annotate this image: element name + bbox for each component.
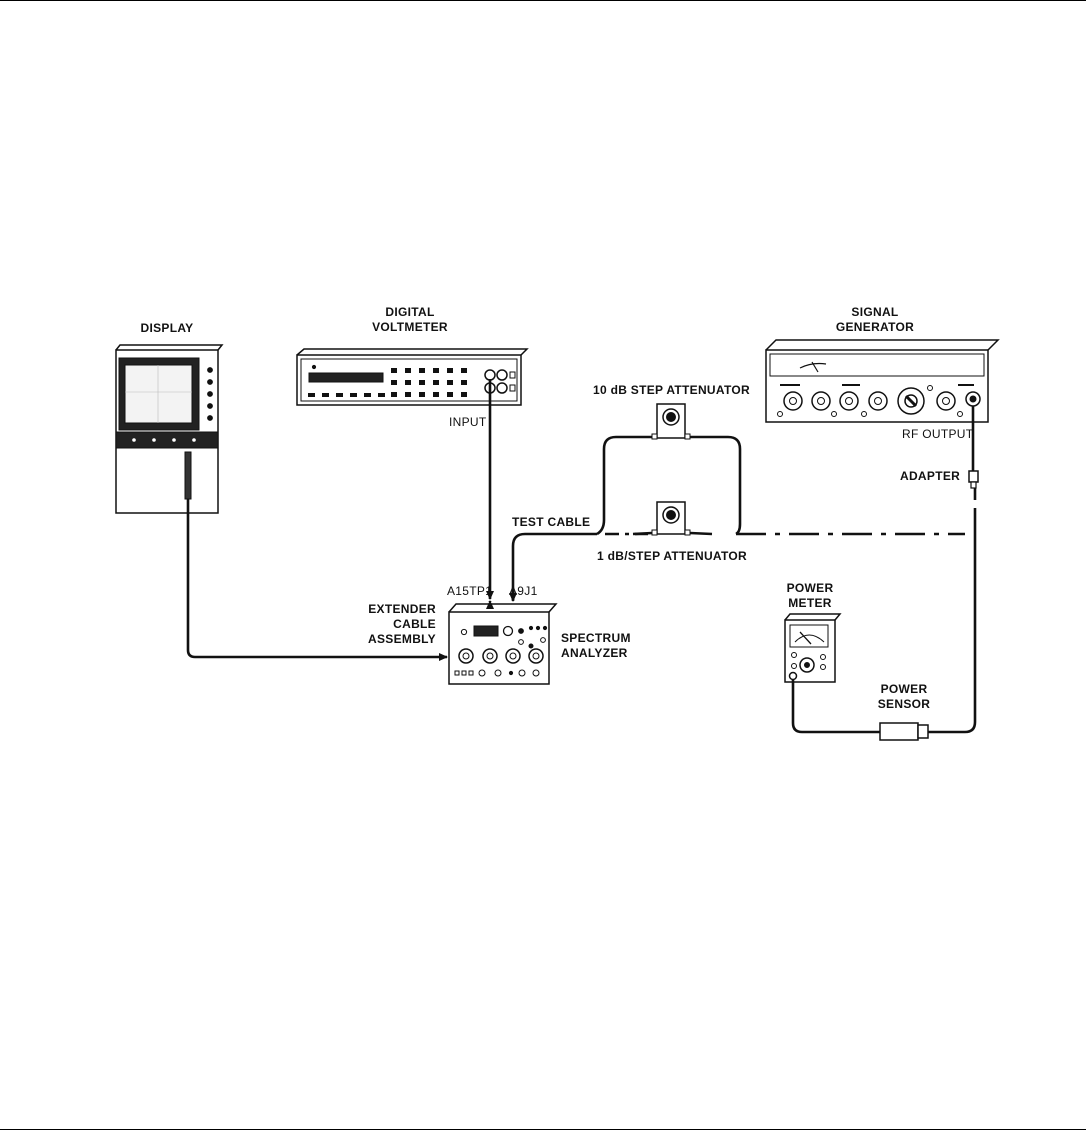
adapter-unit (968, 470, 979, 489)
attenuator-loop-right (690, 435, 742, 536)
extender-cable-label-2: CABLE (393, 617, 436, 631)
power-sensor-label-1: POWER (880, 682, 928, 696)
digital-voltmeter-unit (296, 348, 529, 406)
input-label: INPUT (449, 415, 487, 429)
power-meter-label-1: POWER (786, 581, 834, 595)
signal-generator-label-2: GENERATOR (835, 320, 915, 334)
rf-output-label: RF OUTPUT (902, 427, 974, 441)
step-attenuator-1db-label: 1 dB/STEP ATTENUATOR (597, 549, 748, 563)
display-unit (115, 344, 224, 514)
spectrum-analyzer-unit (448, 603, 558, 685)
power-meter-cable (791, 680, 880, 734)
extender-cable-label-3: ASSEMBLY (368, 632, 436, 646)
signal-generator-unit (765, 339, 1000, 423)
display-label: DISPLAY (140, 321, 194, 335)
signal-generator-label-1: SIGNAL (851, 305, 899, 319)
power-sensor-unit (879, 722, 929, 741)
attenuator-bypass-loop (596, 435, 652, 536)
test-cable-main (511, 532, 597, 600)
atten-1db-right (689, 531, 713, 536)
digital-voltmeter-label-2: VOLTMETER (372, 320, 448, 334)
display-cable (186, 499, 448, 661)
a15tp1-label: A15TP1 (447, 584, 493, 598)
step-attenuator-1db (651, 501, 691, 536)
adapter-label: ADAPTER (900, 469, 961, 483)
spectrum-analyzer-label-1: SPECTRUM (561, 631, 631, 645)
spectrum-analyzer-label-2: ANALYZER (561, 646, 628, 660)
step-attenuator-10db (651, 403, 691, 440)
step-attenuator-10db-label: 10 dB STEP ATTENUATOR (593, 383, 750, 397)
cables (186, 379, 977, 734)
power-meter-unit (784, 613, 842, 683)
power-sensor-label-2: SENSOR (877, 697, 931, 711)
digital-voltmeter-label-1: DIGITAL (385, 305, 435, 319)
power-meter-label-2: METER (788, 596, 832, 610)
test-cable-label: TEST CABLE (512, 515, 591, 529)
sensor-cable (928, 520, 977, 734)
bottom-rule (0, 1129, 1086, 1130)
a9j1-label: A9J1 (509, 584, 538, 598)
top-rule (0, 0, 1086, 1)
extender-cable-label-1: EXTENDER (368, 602, 436, 616)
